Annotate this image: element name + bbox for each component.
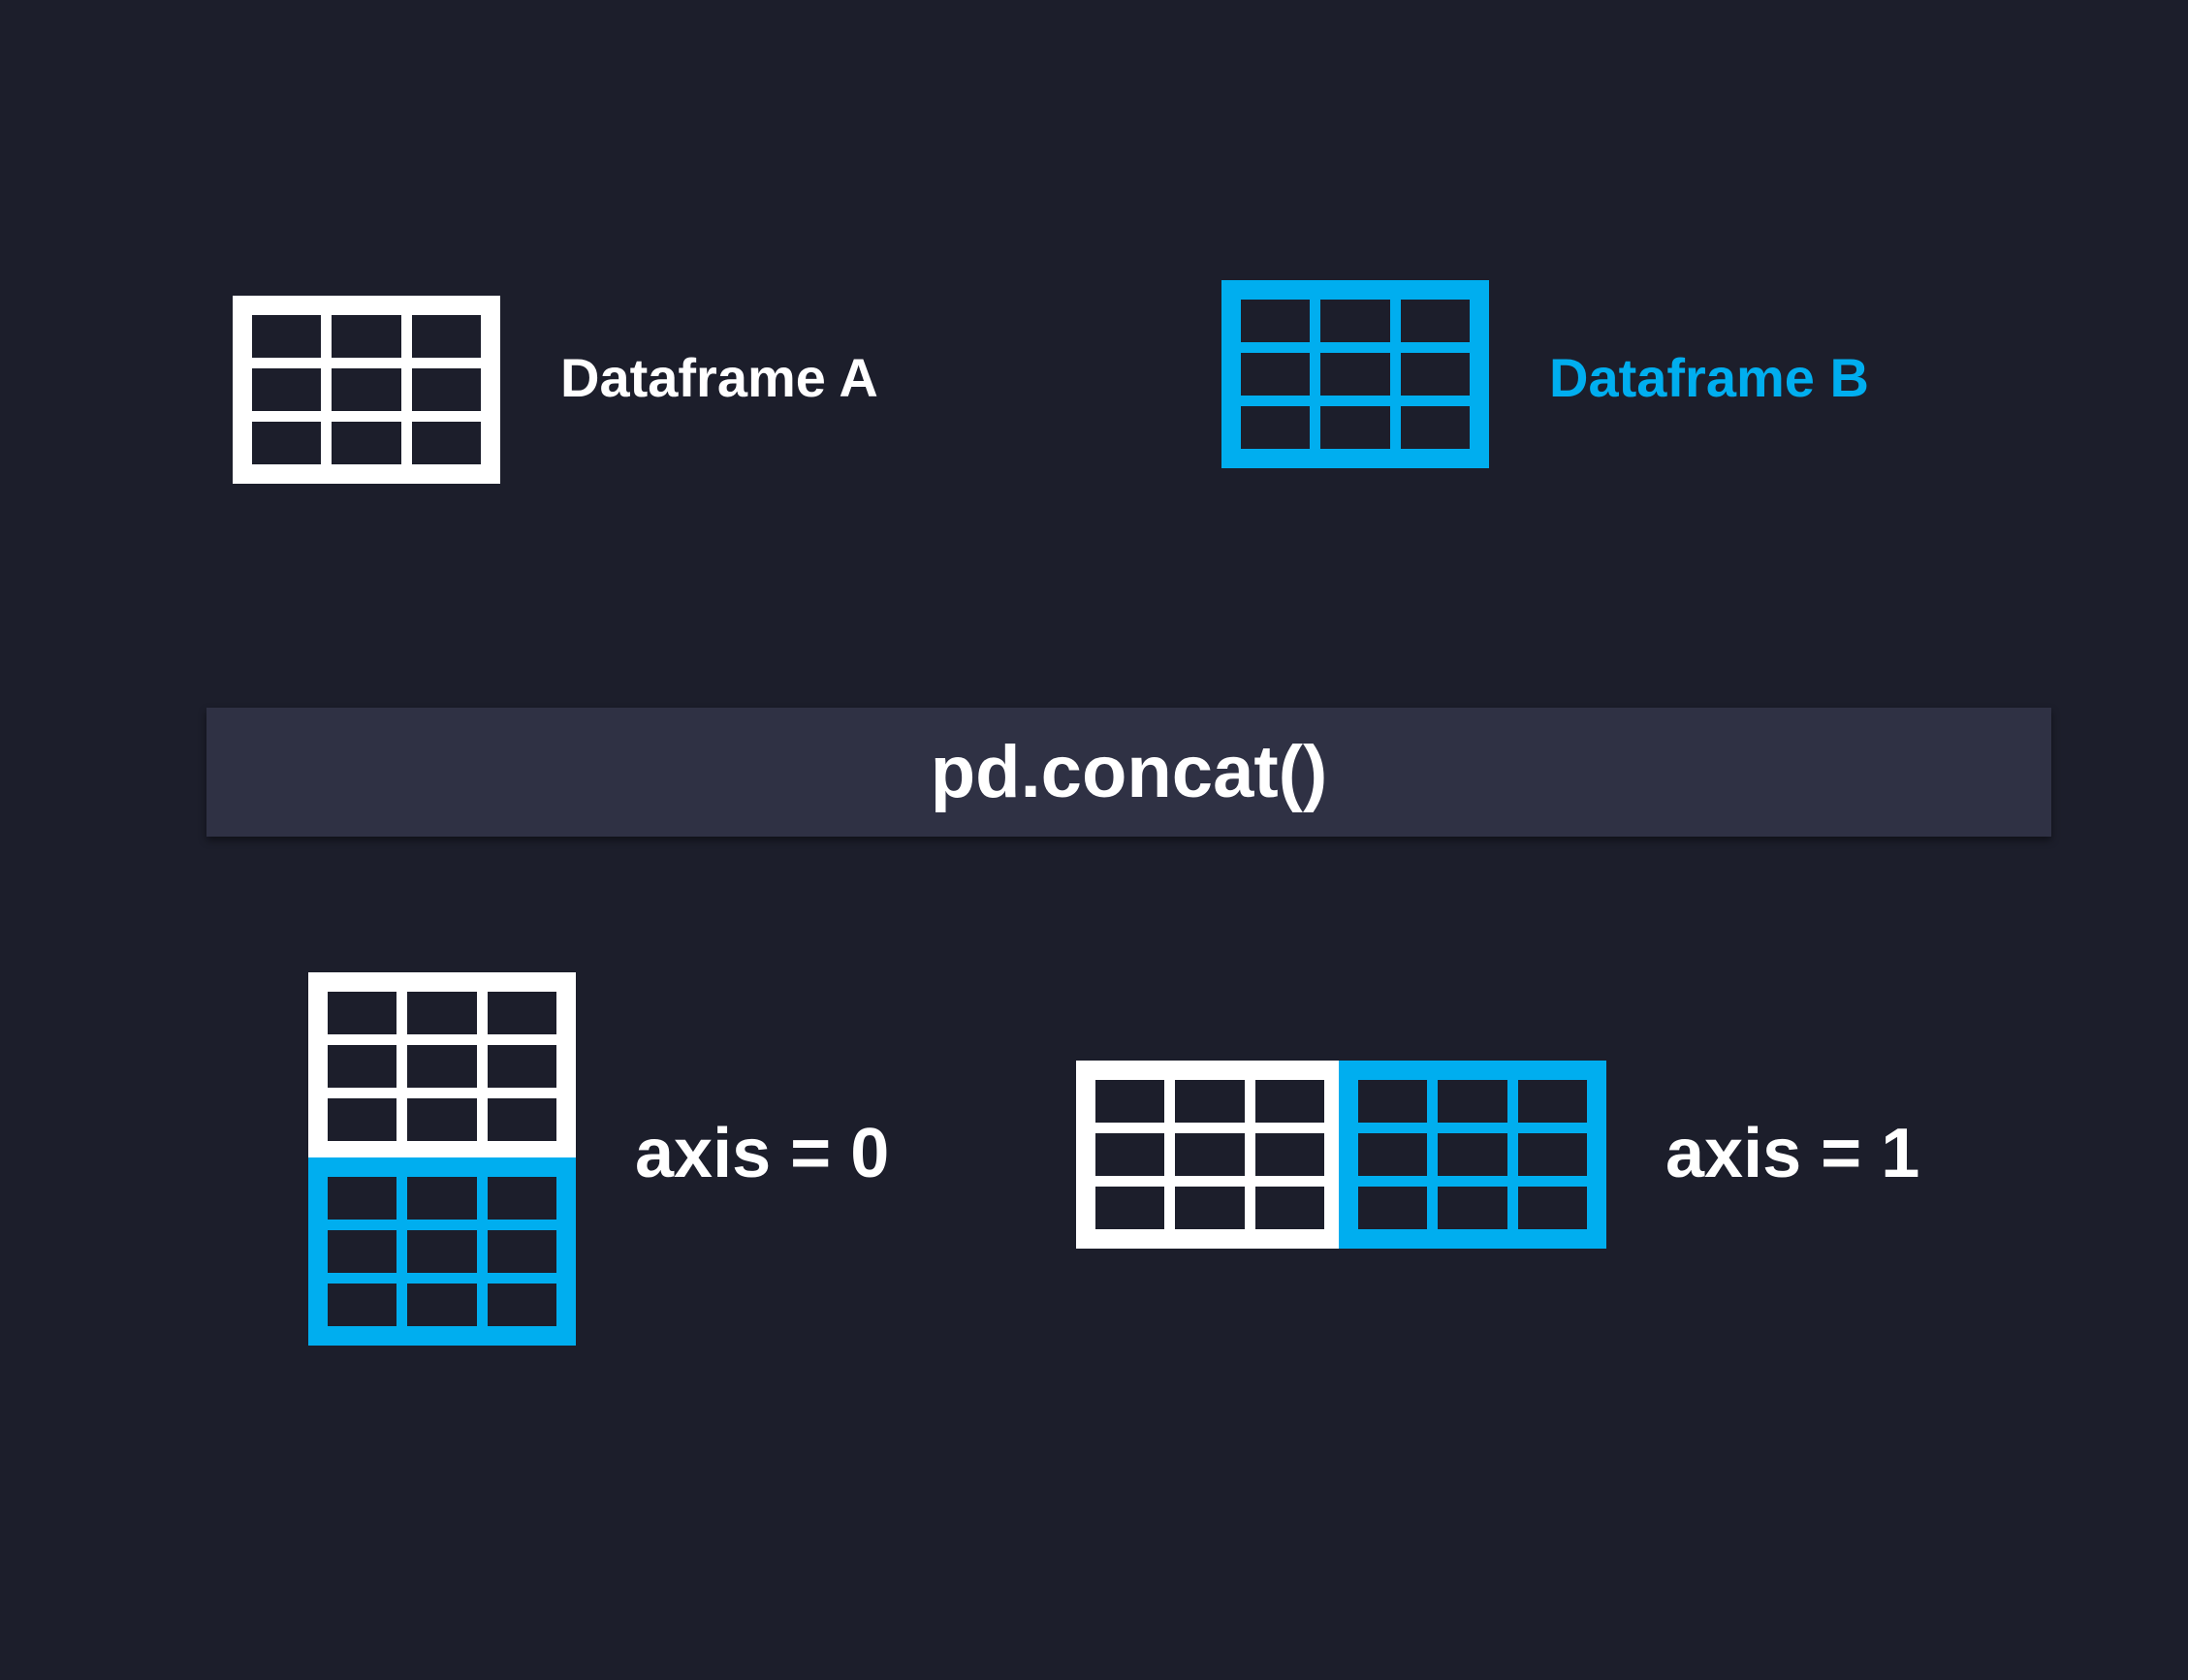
table-cell (1400, 353, 1470, 396)
table-cell (1175, 1133, 1245, 1176)
table-cell (1254, 1187, 1324, 1229)
table-cell (1241, 300, 1311, 342)
table-cell (252, 368, 322, 411)
dataframe-b-label: Dataframe B (1549, 347, 1869, 408)
table-cell (487, 992, 556, 1034)
table-cell (328, 1284, 397, 1326)
table-cell (328, 1098, 397, 1141)
table-cell (1517, 1187, 1587, 1229)
dataframe-b-table-icon (1221, 280, 1489, 468)
axis-1-label: axis = 1 (1665, 1115, 1920, 1192)
table-cell (1175, 1080, 1245, 1123)
table-cell (411, 368, 481, 411)
table-cell (1400, 406, 1470, 449)
table-cell (252, 315, 322, 358)
stack-right-dataframe-b (1339, 1061, 1606, 1249)
stack-left-dataframe-a (1076, 1061, 1344, 1249)
table-cell (1241, 406, 1311, 449)
table-cell (252, 422, 322, 464)
stack-top-dataframe-a (308, 972, 576, 1160)
table-cell (1254, 1133, 1324, 1176)
table-cell (1175, 1187, 1245, 1229)
table-cell (1517, 1080, 1587, 1123)
table-cell (1358, 1080, 1428, 1123)
table-cell (407, 1284, 477, 1326)
concat-operation-label: pd.concat() (930, 730, 1328, 813)
table-cell (1358, 1133, 1428, 1176)
table-cell (407, 992, 477, 1034)
table-cell (328, 1230, 397, 1273)
axis-0-label: axis = 0 (635, 1115, 890, 1192)
table-cell (1254, 1080, 1324, 1123)
table-cell (487, 1284, 556, 1326)
table-cell (411, 315, 481, 358)
table-cell (407, 1230, 477, 1273)
table-cell (407, 1177, 477, 1220)
table-cell (332, 315, 401, 358)
table-cell (407, 1045, 477, 1088)
table-cell (1241, 353, 1311, 396)
table-cell (1438, 1187, 1507, 1229)
table-cell (1517, 1133, 1587, 1176)
table-cell (1438, 1133, 1507, 1176)
table-cell (332, 422, 401, 464)
table-cell (487, 1045, 556, 1088)
stack-bottom-dataframe-b (308, 1157, 576, 1346)
table-cell (1095, 1187, 1165, 1229)
dataframe-a-label: Dataframe A (560, 347, 878, 408)
table-cell (411, 422, 481, 464)
table-cell (328, 1045, 397, 1088)
dataframe-a-table-icon (233, 296, 500, 484)
table-cell (1320, 406, 1390, 449)
table-cell (487, 1177, 556, 1220)
table-cell (1358, 1187, 1428, 1229)
table-cell (487, 1098, 556, 1141)
table-cell (328, 1177, 397, 1220)
table-cell (1320, 300, 1390, 342)
table-cell (328, 992, 397, 1034)
table-cell (1095, 1133, 1165, 1176)
table-cell (487, 1230, 556, 1273)
table-cell (1400, 300, 1470, 342)
table-cell (1438, 1080, 1507, 1123)
table-cell (332, 368, 401, 411)
table-cell (1095, 1080, 1165, 1123)
table-cell (1320, 353, 1390, 396)
table-cell (407, 1098, 477, 1141)
concat-operation-bar: pd.concat() (206, 708, 2051, 837)
